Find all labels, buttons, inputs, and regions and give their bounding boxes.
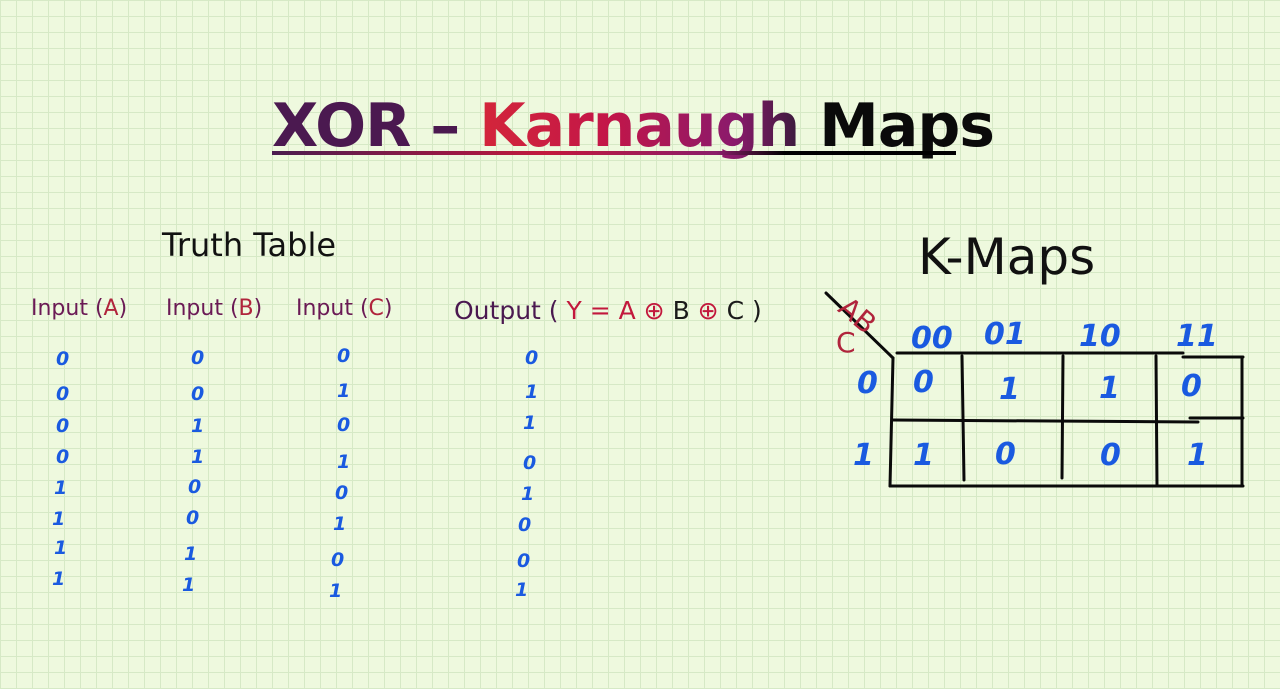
value-a-2: 0 bbox=[56, 415, 70, 437]
kmap-col-label-10: 10 bbox=[1079, 319, 1121, 354]
kmap-row-label-1: 1 bbox=[853, 438, 874, 473]
value-c-0: 0 bbox=[337, 345, 351, 367]
kmap-col-label-01: 01 bbox=[984, 317, 1026, 352]
value-b-6: 1 bbox=[184, 543, 198, 565]
kmap-col-label-11: 11 bbox=[1176, 319, 1218, 354]
header-input-c: Input (C) bbox=[296, 296, 393, 321]
value-b-4: 0 bbox=[188, 476, 202, 498]
title-underline bbox=[272, 151, 956, 155]
value-c-5: 1 bbox=[333, 513, 347, 535]
kmap-col-label-00: 00 bbox=[911, 321, 953, 356]
value-c-7: 1 bbox=[329, 580, 343, 602]
value-c-3: 1 bbox=[337, 451, 351, 473]
value-a-7: 1 bbox=[52, 568, 66, 590]
value-c-6: 0 bbox=[331, 549, 345, 571]
kmap-cell-0-10: 1 bbox=[1099, 371, 1120, 406]
kmap-row-label-0: 0 bbox=[857, 366, 878, 401]
kmap-diagonal bbox=[824, 291, 895, 360]
value-a-4: 1 bbox=[54, 477, 68, 499]
value-b-2: 1 bbox=[191, 415, 205, 437]
kmap-cell-1-10: 0 bbox=[1100, 438, 1121, 473]
truth-table-heading: Truth Table bbox=[162, 226, 337, 264]
kmap-middle-line bbox=[891, 418, 1200, 424]
header-input-a: Input (A) bbox=[31, 296, 128, 321]
kmap-cell-0-01: 1 bbox=[999, 372, 1020, 407]
kmap-left-border bbox=[888, 356, 895, 488]
kmap-cell-1-00: 1 bbox=[913, 438, 934, 473]
value-a-5: 1 bbox=[52, 508, 66, 530]
value-b-7: 1 bbox=[182, 574, 196, 596]
value-a-1: 0 bbox=[56, 383, 70, 405]
value-y-5: 0 bbox=[518, 514, 532, 536]
title-part-xor: XOR – bbox=[272, 91, 480, 161]
kmap-col-divider-1 bbox=[960, 354, 966, 482]
value-y-2: 1 bbox=[523, 412, 537, 434]
value-a-3: 0 bbox=[56, 446, 70, 468]
value-y-7: 1 bbox=[515, 579, 529, 601]
value-y-4: 1 bbox=[521, 483, 535, 505]
kmap-col-divider-3 bbox=[1154, 354, 1159, 488]
value-c-1: 1 bbox=[337, 380, 351, 402]
title-part-karnaugh: Karnaugh bbox=[479, 91, 800, 161]
value-a-6: 1 bbox=[54, 537, 68, 559]
kmap-heading: K-Maps bbox=[918, 228, 1096, 286]
kmap-cell-0-11: 0 bbox=[1181, 369, 1202, 404]
value-c-4: 0 bbox=[335, 482, 349, 504]
value-b-1: 0 bbox=[191, 383, 205, 405]
value-b-0: 0 bbox=[191, 347, 205, 369]
value-b-5: 0 bbox=[186, 507, 200, 529]
page-title: XOR – Karnaugh Maps bbox=[272, 86, 995, 166]
value-a-0: 0 bbox=[56, 348, 70, 370]
value-c-2: 0 bbox=[337, 414, 351, 436]
kmap-cell-0-00: 0 bbox=[913, 365, 934, 400]
value-y-0: 0 bbox=[525, 347, 539, 369]
kmap-cell-1-01: 0 bbox=[995, 437, 1016, 472]
header-input-b: Input (B) bbox=[166, 296, 263, 321]
value-y-3: 0 bbox=[523, 452, 537, 474]
value-y-6: 0 bbox=[517, 550, 531, 572]
value-y-1: 1 bbox=[525, 381, 539, 403]
header-output: Output ( Y = A ⊕ B ⊕ C ) bbox=[454, 296, 762, 325]
kmap-col-divider-2 bbox=[1060, 354, 1065, 480]
value-b-3: 1 bbox=[191, 446, 205, 468]
title-part-maps: Maps bbox=[799, 91, 995, 161]
kmap-row-var: C bbox=[836, 326, 856, 359]
kmap-cell-1-11: 1 bbox=[1187, 438, 1208, 473]
